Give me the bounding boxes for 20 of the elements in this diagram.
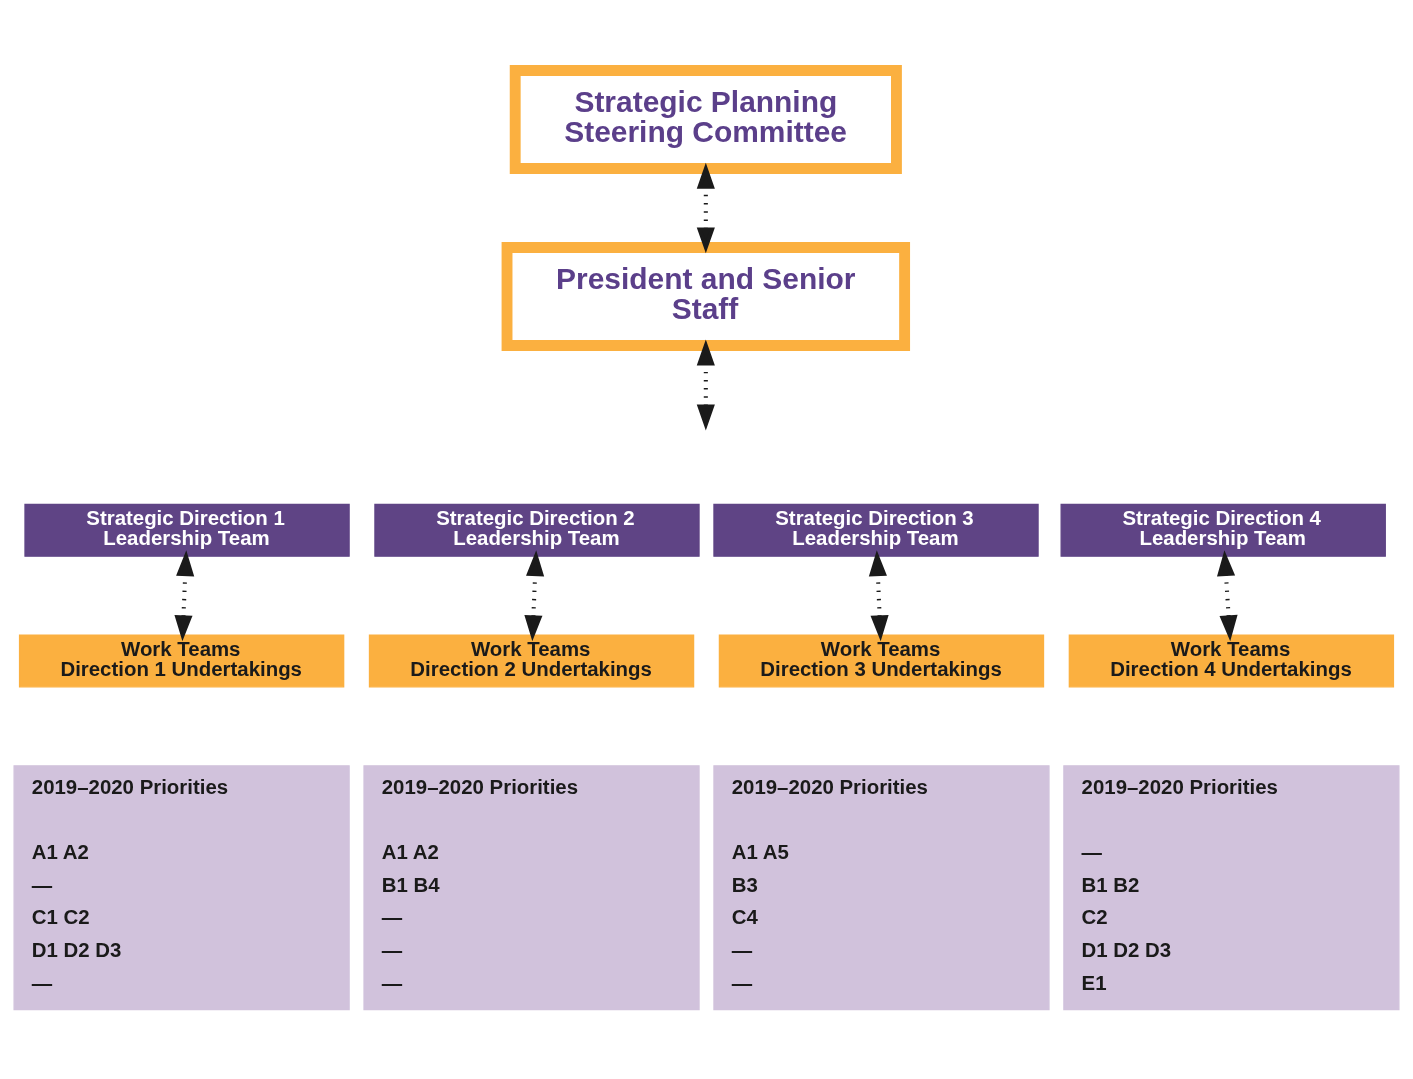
node-box: Work Teams Direction 4 Undertakings (1068, 633, 1395, 688)
node-box: Work Teams Direction 3 Undertakings (718, 633, 1045, 688)
node-box: Strategic Direction 3 Leadership Team (713, 503, 1039, 557)
node-box: Work Teams Direction 1 Undertakings (18, 633, 345, 688)
arrow (1217, 549, 1238, 641)
node-box: President and Senior Staff (501, 241, 911, 351)
arrow (524, 549, 545, 641)
arrow (174, 549, 195, 641)
arrow (868, 549, 889, 641)
node-box: 2019–2020 Priorities — B1 B2 C2 D1 D2 D3 E1 (1063, 764, 1400, 1010)
node-box: 2019–2020 Priorities A1 A2 B1 B4 — — — (363, 764, 700, 1010)
node-box: Strategic Direction 1 Leadership Team (24, 503, 350, 557)
node-box: Strategic Planning Steering Committee (509, 64, 902, 174)
node-box: Strategic Direction 4 Leadership Team (1060, 503, 1386, 557)
arrow (696, 339, 715, 430)
node-box: 2019–2020 Priorities A1 A5 B3 C4 — — (713, 764, 1050, 1010)
node-box: 2019–2020 Priorities A1 A2 — C1 C2 D1 D2 D3 — (13, 764, 350, 1010)
arrow (696, 162, 715, 253)
node-box: Strategic Direction 2 Leadership Team (374, 503, 700, 557)
node-box: Work Teams Direction 2 Undertakings (368, 633, 695, 688)
